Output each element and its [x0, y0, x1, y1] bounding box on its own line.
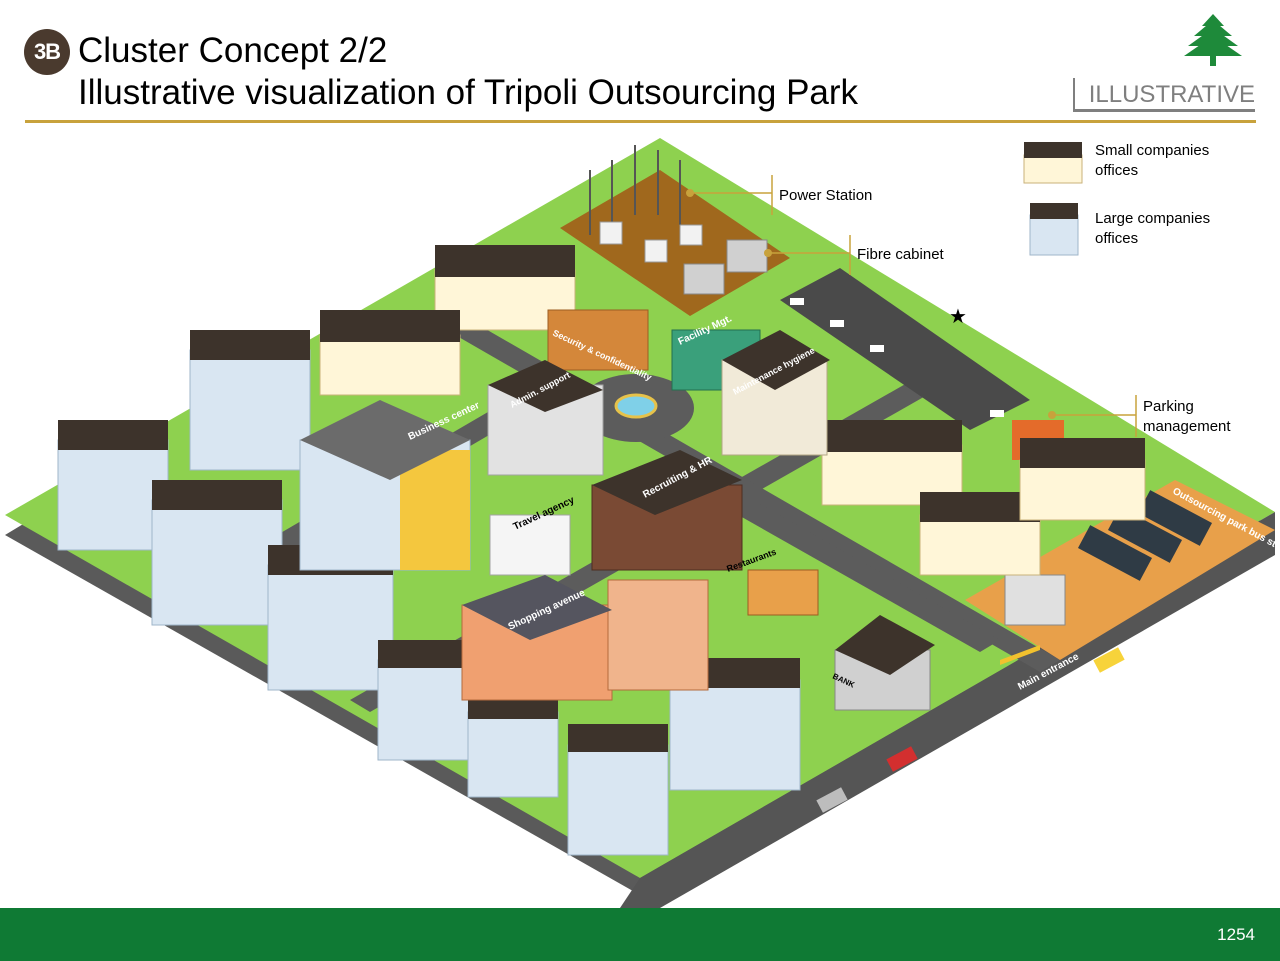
maintenance-building: Maintenance hygiene: [721, 330, 830, 456]
fountain: [614, 393, 658, 419]
title-line-1: Cluster Concept 2/2: [78, 31, 388, 70]
recruiting-hr-building: Recruiting & HR: [591, 450, 743, 571]
cedar-tree-logo: [1184, 14, 1242, 66]
road-inner-4: [680, 470, 1000, 652]
callout-fibre-cabinet: Fibre cabinet: [857, 246, 944, 263]
star-marker: ★: [949, 304, 967, 328]
car-red: [886, 746, 918, 772]
title-line-2: Illustrative visualization of Tripoli Ou…: [78, 73, 859, 112]
large-offices: [57, 330, 801, 856]
legend-small-office-icon: [1023, 142, 1083, 184]
legend-small-offices: Small companies offices: [1095, 142, 1210, 179]
legend-large-offices: Large companies offices: [1095, 210, 1211, 247]
callout-power-station: Power Station: [779, 187, 873, 204]
section-badge: 3B: [24, 29, 70, 75]
legend-large-office-icon: [1029, 203, 1079, 256]
illustrative-stamp: ILLUSTRATIVE: [1073, 78, 1255, 112]
parking-lot: [780, 268, 1030, 430]
admin-support-building: Admin. support: [487, 360, 604, 476]
callout-parking: Parking management: [1143, 398, 1231, 435]
fibre-cabinet-building: [726, 239, 768, 273]
substation-building: [683, 263, 725, 295]
isometric-park-map: Business center Security & confidentiali…: [5, 138, 1280, 908]
page-number: 1254: [1217, 925, 1255, 944]
car-yellow: [1093, 647, 1125, 673]
footer-bar: [0, 908, 1280, 961]
header-rule: [25, 120, 1256, 123]
power-station-zone: [560, 170, 790, 316]
bus-shelter: [1004, 574, 1066, 626]
car-grey: [816, 787, 848, 813]
bank-building: BANK: [831, 615, 935, 711]
page-title: Cluster Concept 2/2 Illustrative visuali…: [78, 30, 858, 114]
shopping-avenue-building: Shopping avenue: [461, 575, 709, 701]
entrance-barrier: [1000, 645, 1040, 665]
business-center: Business center: [299, 400, 481, 571]
small-offices: [319, 245, 1146, 576]
